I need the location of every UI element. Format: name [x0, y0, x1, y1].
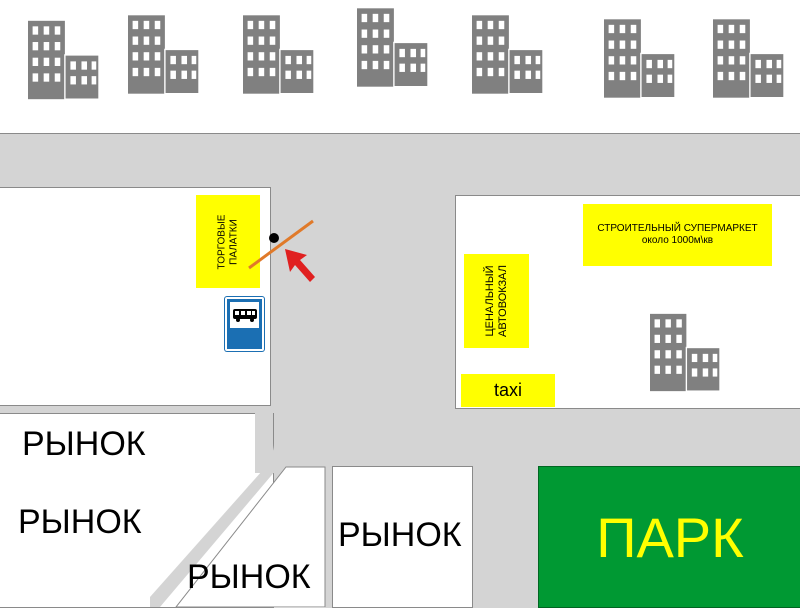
taxi-label: taxi: [461, 374, 555, 407]
market-label-1: РЫНОК: [22, 425, 146, 463]
office-building-icon: [604, 17, 675, 100]
park-area: ПАРК: [538, 466, 800, 608]
location-marker-icon: [248, 219, 314, 270]
office-building-icon: [472, 13, 543, 96]
office-building-icon: [128, 13, 199, 96]
market-label-4: РЫНОК: [338, 516, 462, 554]
market-label-3: РЫНОК: [187, 558, 311, 596]
trade-stalls-label: ТОРГОВЫЕ ПАЛАТКИ: [196, 195, 260, 288]
office-building-icon: [357, 6, 428, 89]
market-block-wedge: [150, 462, 326, 607]
office-building-icon: [650, 311, 720, 394]
pointer-arrow-icon: [285, 249, 315, 282]
bus-stop-sign-icon: [225, 297, 264, 351]
office-building-icon: [713, 17, 784, 100]
supermarket-label: СТРОИТЕЛЬНЫЙ СУПЕРМАРКЕТ около 1000м\кв: [583, 204, 772, 266]
market-block-left-corner: [255, 413, 315, 473]
market-label-2: РЫНОК: [18, 503, 142, 541]
bus-station-label: ЦЕНАЛЬНЫЙ АВТОВОКЗАЛ: [464, 254, 529, 348]
office-building-icon: [28, 17, 99, 103]
park-label: ПАРК: [596, 505, 744, 569]
office-building-icon: [243, 13, 314, 96]
